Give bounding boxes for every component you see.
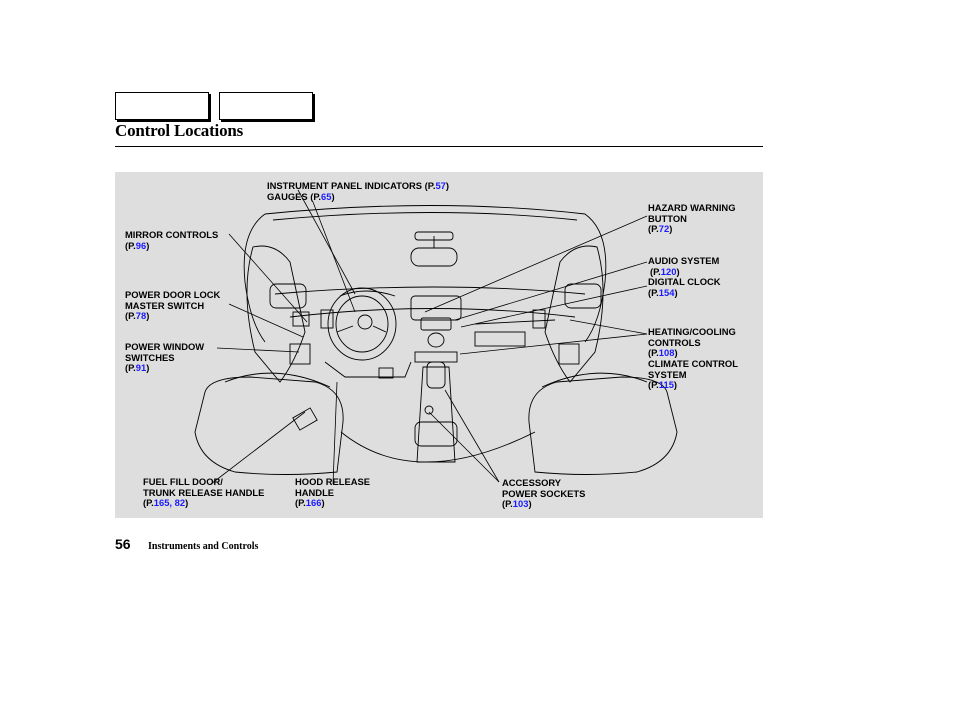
page-link-91[interactable]: 91	[135, 362, 147, 373]
ref-prefix: (P.	[125, 239, 136, 251]
label-text: SWITCHES	[125, 351, 175, 363]
label-text: AUDIO SYSTEM	[648, 255, 720, 266]
ref-suffix: )	[331, 191, 335, 202]
ref-prefix: (P.	[648, 379, 659, 390]
label-text: POWER WINDOW	[125, 341, 205, 352]
label-fuel-fill: FUEL FILL DOOR/ TRUNK RELEASE HANDLE (P.…	[143, 476, 265, 509]
ref-prefix: (P.	[424, 180, 436, 191]
label-text: HOOD RELEASE	[295, 476, 371, 487]
label-accessory-sockets: ACCESSORY POWER SOCKETS (P.103)	[502, 477, 586, 510]
section-name: Instruments and Controls	[148, 541, 259, 552]
page-number: 56	[115, 536, 131, 552]
label-climate-control: CLIMATE CONTROL SYSTEM (P.115)	[648, 358, 738, 391]
ref-suffix: )	[674, 286, 678, 298]
label-text: ACCESSORY	[502, 477, 562, 488]
label-power-door-lock: POWER DOOR LOCK MASTER SWITCH (P.78)	[125, 289, 221, 322]
page-link-120[interactable]: 120	[660, 265, 677, 277]
page-link-165-82[interactable]: 165, 82	[153, 497, 186, 508]
page-link-57[interactable]: 57	[435, 180, 446, 191]
page-link-103[interactable]: 103	[512, 498, 529, 509]
page-link-154[interactable]: 154	[658, 286, 675, 298]
label-mirror-controls: MIRROR CONTROLS (P.96)	[125, 229, 219, 251]
ref-prefix: (P.	[310, 191, 322, 202]
ref-prefix: (P.	[143, 497, 154, 508]
label-text: POWER SOCKETS	[502, 487, 586, 499]
ref-suffix: )	[321, 497, 325, 508]
page-link-78[interactable]: 78	[135, 310, 147, 321]
ref-prefix: (P.	[650, 265, 661, 277]
label-text: MASTER SWITCH	[125, 299, 205, 311]
label-text: CONTROLS	[648, 336, 701, 348]
ref-suffix: )	[146, 310, 150, 321]
label-hazard-warning: HAZARD WARNING BUTTON (P.72)	[648, 202, 736, 235]
label-power-window: POWER WINDOW SWITCHES (P.91)	[125, 341, 205, 374]
label-audio-system: AUDIO SYSTEM (P.120)	[648, 255, 720, 277]
page-link-108[interactable]: 108	[658, 347, 675, 358]
ref-prefix: (P.	[125, 362, 136, 373]
ref-suffix: )	[676, 265, 680, 277]
label-text: BUTTON	[648, 212, 687, 224]
label-text: HEATING/COOLING	[648, 326, 736, 337]
page-link-72[interactable]: 72	[658, 223, 670, 234]
label-text: SYSTEM	[648, 368, 687, 380]
label-text: FUEL FILL DOOR/	[143, 476, 223, 487]
page-link-96[interactable]: 96	[135, 239, 147, 251]
ref-prefix: (P.	[125, 310, 136, 321]
page-link-65[interactable]: 65	[321, 191, 332, 202]
ref-suffix: )	[185, 497, 189, 508]
car-interior-illustration	[194, 189, 678, 485]
ref-suffix: )	[146, 239, 150, 251]
label-text: POWER DOOR LOCK	[125, 289, 221, 300]
label-digital-clock: DIGITAL CLOCK (P.154)	[648, 276, 721, 298]
page-link-115[interactable]: 115	[658, 379, 674, 390]
ref-suffix: )	[669, 223, 673, 234]
label-heating-cooling: HEATING/COOLING CONTROLS (P.108)	[648, 326, 736, 359]
label-text: HANDLE	[295, 486, 335, 498]
page-link-166[interactable]: 166	[305, 497, 322, 508]
label-text: GAUGES	[267, 191, 308, 202]
ref-suffix: )	[673, 379, 678, 390]
ref-suffix: )	[674, 347, 678, 358]
ref-prefix: (P.	[648, 223, 659, 234]
label-instrument-panel: INSTRUMENT PANEL INDICATORS (P.57)	[267, 180, 449, 192]
ref-suffix: )	[146, 362, 150, 373]
title-divider	[115, 146, 763, 147]
label-text: DIGITAL CLOCK	[648, 276, 721, 287]
nav-button-next[interactable]	[219, 92, 313, 120]
label-text: CLIMATE CONTROL	[648, 358, 738, 369]
nav-button-previous[interactable]	[115, 92, 209, 120]
page-title: Control Locations	[115, 121, 244, 140]
label-text: TRUNK RELEASE HANDLE	[143, 486, 265, 498]
label-text: INSTRUMENT PANEL INDICATORS	[267, 180, 423, 191]
label-gauges: GAUGES (P.65)	[267, 191, 335, 203]
ref-prefix: (P.	[648, 347, 659, 358]
ref-suffix: )	[528, 498, 532, 509]
label-text: MIRROR CONTROLS	[125, 229, 219, 240]
car-interior-diagram: INSTRUMENT PANEL INDICATORS (P.57) GAUGE…	[115, 172, 763, 518]
ref-prefix: (P.	[502, 498, 513, 509]
label-hood-release: HOOD RELEASE HANDLE (P.166)	[295, 476, 371, 509]
ref-prefix: (P.	[648, 286, 659, 298]
ref-suffix: )	[445, 180, 449, 191]
label-text: HAZARD WARNING	[648, 202, 736, 213]
ref-prefix: (P.	[295, 497, 306, 508]
